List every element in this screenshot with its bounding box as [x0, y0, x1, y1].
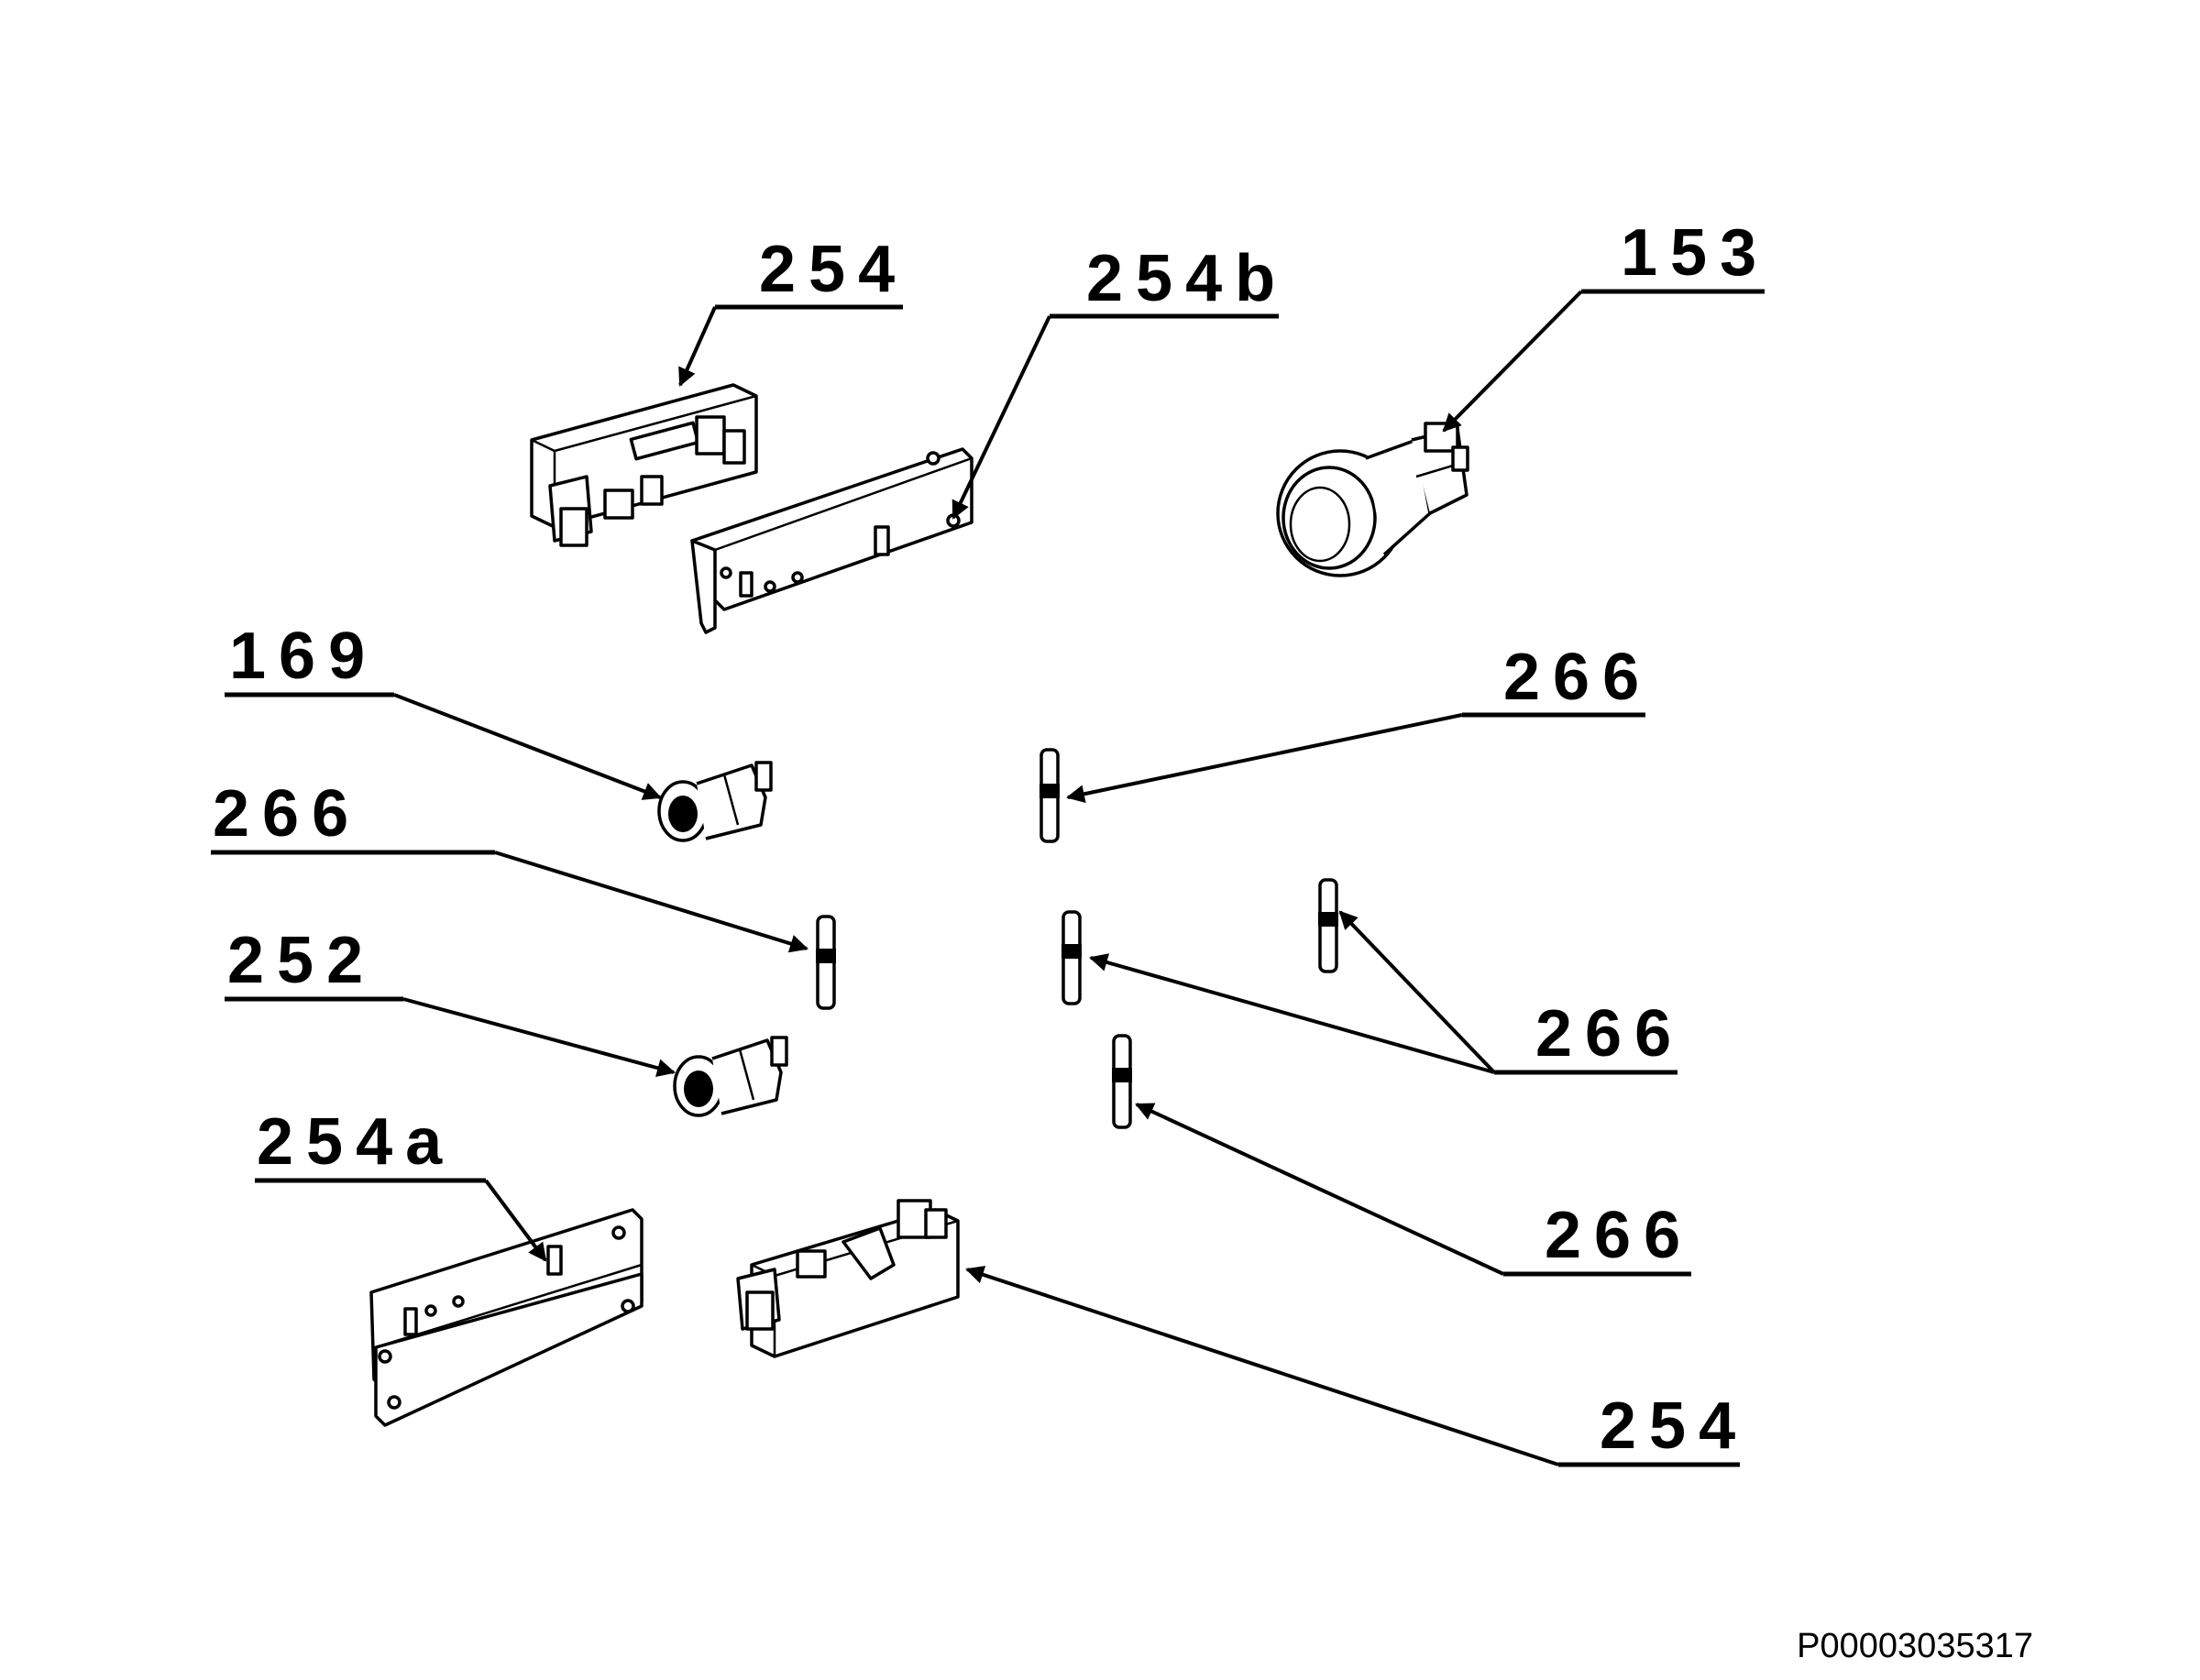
part-electrode-pin-e — [1112, 1034, 1132, 1129]
part-bracket-plate-254b — [690, 447, 974, 634]
callout-266-lower-right: 266 — [1545, 1199, 1693, 1272]
part-indicator-lamp-169 — [657, 761, 773, 842]
callout-153: 153 — [1621, 216, 1769, 290]
part-electrode-pin-c — [1062, 910, 1082, 1005]
part-ignition-module-top — [530, 383, 758, 547]
part-electrode-pin-d — [1318, 878, 1338, 973]
part-electrode-pin-b — [816, 915, 836, 1010]
callout-254a: 254a — [257, 1105, 455, 1179]
callout-254b: 254b — [1086, 242, 1288, 315]
callout-252: 252 — [227, 924, 376, 997]
callout-266-middle-right: 266 — [1535, 997, 1684, 1071]
leader-lines — [211, 289, 1765, 1467]
part-control-knob-153 — [1276, 422, 1469, 577]
callout-254-bottom: 254 — [1600, 1389, 1748, 1463]
part-ignition-module-bottom — [736, 1199, 960, 1358]
callout-266-upper-right: 266 — [1503, 641, 1652, 714]
part-electrode-pin-a — [1040, 748, 1060, 843]
callout-labels: 254 254b 153 169 266 266 252 266 254a 26… — [213, 216, 1769, 1463]
reference-code: P00003035317 — [1797, 1627, 2033, 1665]
callout-266-left: 266 — [213, 777, 361, 851]
callout-169: 169 — [229, 620, 378, 693]
part-bracket-plate-254a — [369, 1208, 644, 1427]
callout-254-top: 254 — [759, 233, 908, 306]
part-indicator-lamp-252 — [673, 1036, 788, 1117]
